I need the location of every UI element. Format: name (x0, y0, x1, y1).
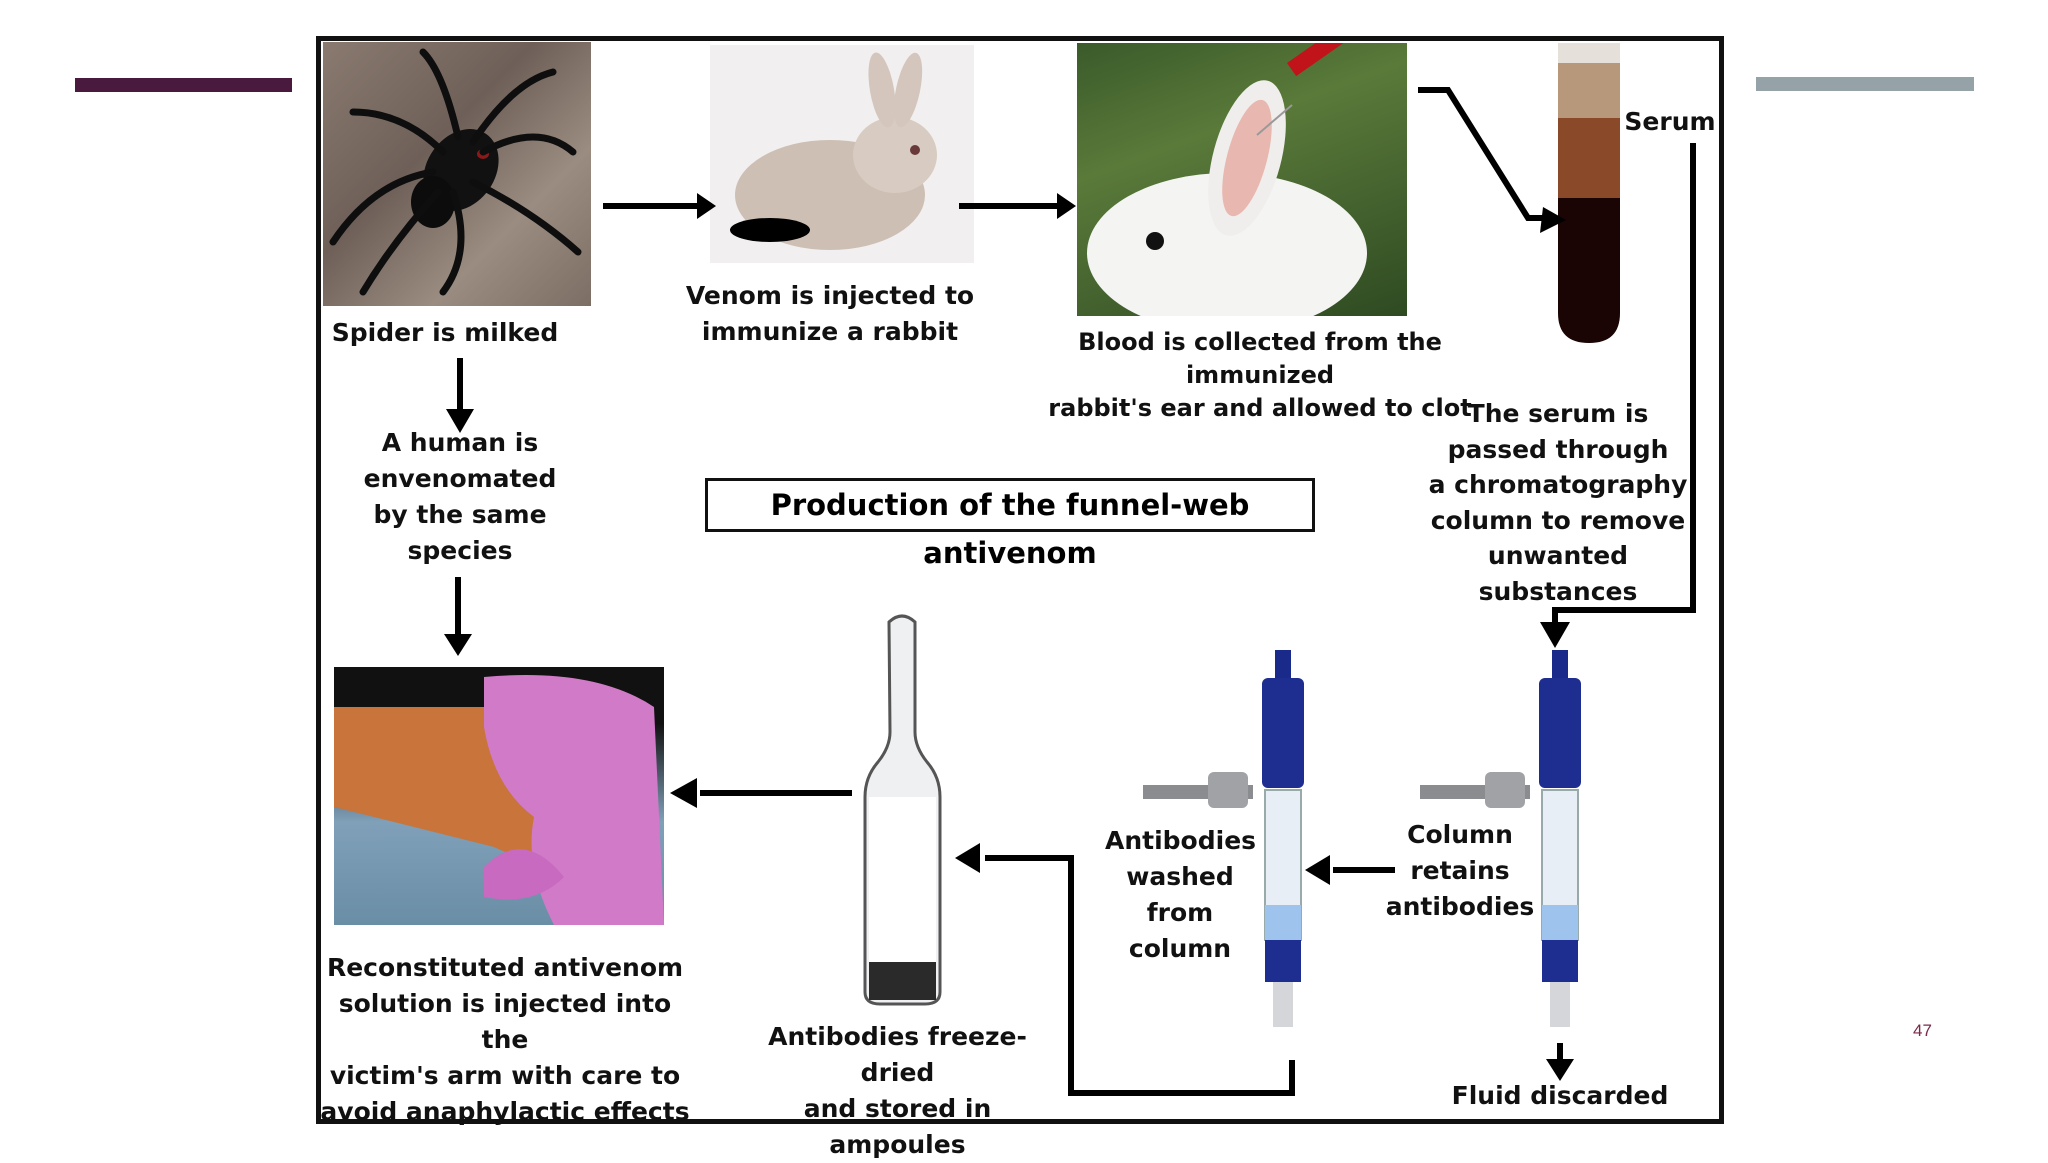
label-serum-passed: The serum is passed through a chromatogr… (1428, 399, 1688, 606)
rabbit-ear-injection-photo (1077, 43, 1407, 316)
label-serum: Serum (1624, 107, 1716, 136)
label-column-retains: Column retains antibodies (1385, 820, 1535, 921)
left-accent-bar (75, 78, 292, 92)
arm-injection-photo (334, 667, 664, 925)
diagram-title: Production of the funnel-web antivenom (705, 478, 1315, 570)
blood-tube (1550, 43, 1628, 345)
chromatography-column (1417, 650, 1597, 1042)
label-human-envenomated: A human is envenomated by the same speci… (363, 428, 557, 565)
label-spider-milked: Spider is milked (331, 318, 559, 347)
label-fluid-discarded: Fluid discarded (1451, 1081, 1669, 1110)
label-blood-collected: Blood is collected from the immunized ra… (1048, 328, 1472, 422)
label-venom-injected: Venom is injected to immunize a rabbit (685, 281, 975, 346)
label-antibodies-freeze-dried: Antibodies freeze-dried and stored in am… (768, 1022, 1027, 1159)
right-accent-bar (1756, 77, 1974, 91)
chromatography-column (1140, 650, 1320, 1042)
spider-photo (323, 42, 591, 306)
label-antibodies-washed: Antibodies washed from column (1105, 826, 1257, 963)
ampoule (855, 612, 950, 1007)
page-number: 47 (1913, 1021, 1932, 1040)
rabbit-photo (710, 45, 974, 263)
label-reconstituted-antivenom: Reconstituted antivenom solution is inje… (320, 953, 690, 1126)
